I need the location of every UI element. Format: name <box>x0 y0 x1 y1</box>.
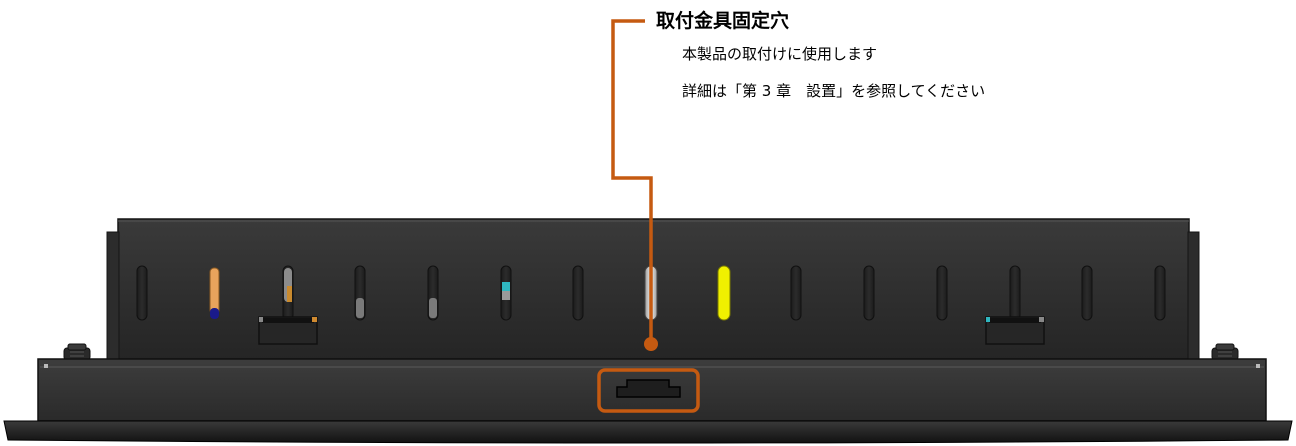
screw-right <box>1211 343 1239 361</box>
vent-slot <box>572 265 584 321</box>
card-slot-left <box>258 316 318 345</box>
vent-slot <box>136 265 148 321</box>
slot-indicators <box>209 265 731 321</box>
vent-slot <box>1081 265 1093 321</box>
vent-slot <box>1009 265 1021 321</box>
gray-indicator <box>429 298 437 318</box>
vent-slot <box>936 265 948 321</box>
gray-indicator <box>356 298 364 318</box>
vent-slot <box>1154 265 1166 321</box>
card-slot-right <box>985 316 1045 345</box>
callout-title: 取付金具固定穴 <box>656 10 790 32</box>
front-panel-edge <box>3 420 1293 444</box>
screw-left <box>63 343 91 361</box>
mounting-hole-highlight <box>597 368 700 413</box>
mounting-hole <box>616 379 681 398</box>
vent-slot <box>863 265 875 321</box>
callout-leader-line <box>611 19 653 344</box>
blue-indicator-cap <box>210 308 219 319</box>
yellow-indicator <box>717 265 731 321</box>
cyan-indicator <box>502 282 510 291</box>
callout-anchor-dot <box>644 337 658 351</box>
callout-reference-line: 詳細は「第 3 章 設置」を参照してください <box>682 82 986 100</box>
orange-indicator-small <box>287 286 292 302</box>
orange-indicator <box>209 267 220 315</box>
callout-description-line: 本製品の取付けに使用します <box>682 45 878 63</box>
vent-slot <box>790 265 802 321</box>
gray-indicator <box>502 291 510 300</box>
